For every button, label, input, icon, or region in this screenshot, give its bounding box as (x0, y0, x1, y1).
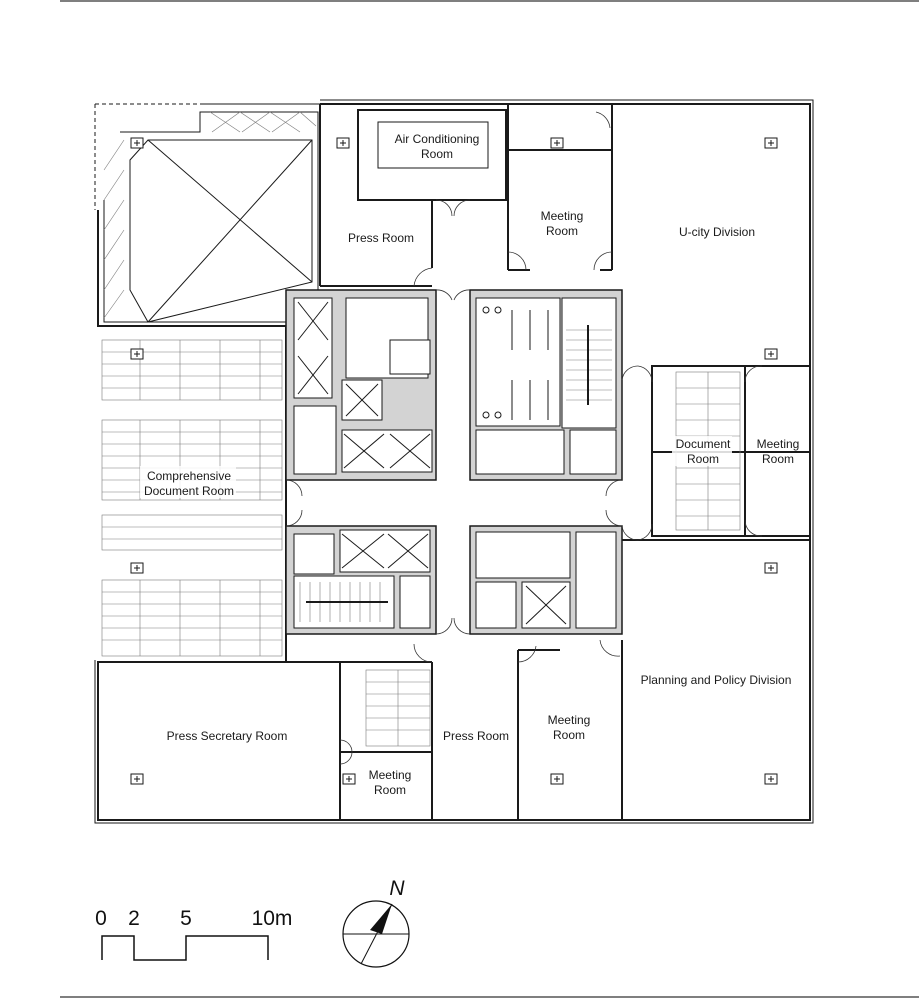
label-press-room-south: Press Room (443, 729, 509, 743)
north-arrow-icon: N (342, 877, 410, 968)
scale-label-2: 2 (128, 907, 140, 930)
scale-label-5: 5 (180, 907, 192, 930)
doors (285, 111, 763, 765)
label-press-secretary-room: Press Secretary Room (167, 729, 288, 743)
scale-label-0: 0 (95, 907, 107, 930)
building-outline (94, 99, 814, 824)
label-ucity-division: U-city Division (679, 225, 755, 239)
columns (130, 137, 778, 785)
scale-label-10m: 10m (252, 907, 293, 930)
north-label: N (389, 877, 405, 900)
building-core (285, 289, 623, 635)
atrium-void (103, 111, 319, 323)
label-planning-policy-division: Planning and Policy Division (641, 673, 792, 687)
scale-bar: 0 2 5 10m (95, 907, 293, 961)
label-press-room-north: Press Room (348, 231, 414, 245)
